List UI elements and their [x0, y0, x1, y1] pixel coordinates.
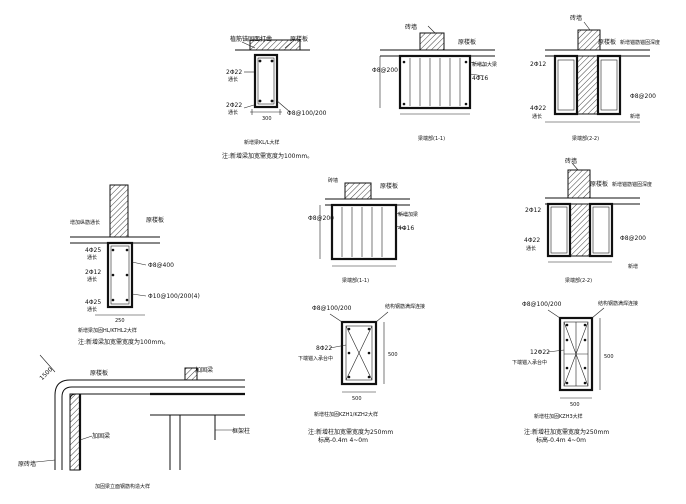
detail-a-beam-section: 植筋锚固面打凿 原楼板 2Φ22 通长 2Φ22 通长 Φ8@100/200 3… — [222, 35, 327, 160]
detail-a-note: 注:新增梁加宽需宽度为100mm。 — [222, 152, 313, 160]
detail-f-label-slab: 原楼板 — [590, 180, 608, 188]
detail-c-section-2-2: 砖墙 原楼板 新增锚筋锚固深度 2Φ12 4Φ22 通长 Φ8@200 新增 梁… — [530, 14, 660, 142]
detail-i-stirrup: Φ8@100/200 — [522, 301, 562, 308]
detail-g-label-col: 框架柱 — [232, 427, 250, 435]
detail-f-caption: 梁端部(2-2) — [565, 277, 592, 284]
detail-g-caption: 加固梁立面钢筋构造大样 — [95, 483, 150, 490]
detail-d-label-mark: 增加纵筋通长 — [70, 219, 100, 226]
detail-e-label-slab: 原楼板 — [380, 182, 398, 190]
detail-a-bar-top: 2Φ22 — [226, 69, 242, 76]
detail-e-bar-right: 4Φ16 — [398, 225, 414, 232]
detail-h-label-right: 结构钢筋满焊连接 — [385, 303, 425, 310]
detail-d-bar-bottom-note: 通长 — [87, 306, 97, 313]
detail-i-label-right: 结构钢筋满焊连接 — [598, 300, 638, 307]
detail-d-note: 注:新增梁加宽需宽度为100mm。 — [78, 338, 169, 346]
detail-i-note1: 注:新增柱加宽需宽度为250mm — [524, 428, 609, 436]
detail-f-bar-bottom-note: 通长 — [526, 245, 536, 252]
detail-a-caption: 新增梁KL/L大样 — [244, 139, 280, 146]
detail-g-label-slab: 原楼板 — [90, 369, 108, 377]
detail-i-column-section: Φ8@100/200 结构钢筋满焊连接 12Φ22 下端锚入承台中 500 50… — [512, 300, 638, 444]
detail-e-label-col: 砖墙 — [328, 177, 338, 184]
detail-b-caption: 梁端部(1-1) — [418, 135, 445, 142]
detail-d-bar-top-note: 通长 — [87, 254, 97, 261]
detail-c-caption: 梁端部(2-2) — [572, 135, 599, 142]
detail-c-label-mid: 新增 — [630, 113, 640, 120]
detail-h-dim-bottom: 500 — [352, 396, 362, 402]
detail-g-label-extra: 加固梁 — [195, 366, 213, 374]
detail-e-label-new: 新增加梁 — [398, 211, 418, 218]
detail-d-stirrup-top: Φ8@400 — [148, 262, 174, 269]
detail-a-bar-top-note: 通长 — [228, 76, 238, 83]
detail-d-stirrup-bottom: Φ10@100/200(4) — [148, 293, 200, 300]
detail-g-elevation: 1500 原楼板 加固梁 加固梁 框架柱 原砖墙 加固梁立面钢筋构造大样 — [18, 354, 250, 490]
detail-c-label-slab: 原楼板 — [598, 38, 616, 46]
detail-g-label-beam: 加固梁 — [92, 432, 110, 440]
detail-f-label-wall: 砖墙 — [565, 157, 577, 165]
detail-a-bar-bottom: 2Φ22 — [226, 102, 242, 109]
detail-d-beam-section: 增加纵筋通长 原楼板 4Φ25 通长 2Φ12 通长 4Φ25 通长 Φ8@40… — [70, 184, 200, 346]
detail-i-note2: 标高-0.4m 4~0m — [536, 436, 586, 444]
detail-d-bar-mid-note: 通长 — [87, 276, 97, 283]
detail-c-stirrup: Φ8@200 — [630, 93, 656, 100]
detail-b-bar-right: 4Φ16 — [472, 75, 488, 82]
detail-e-caption: 梁端部(1-1) — [342, 277, 369, 284]
detail-h-note2: 标高-0.4m 4~0m — [318, 436, 368, 444]
detail-f-bar-bottom: 4Φ22 — [524, 237, 540, 244]
detail-h-caption: 新增柱加固KZH1/KZH2大样 — [314, 411, 378, 418]
detail-c-label-anchor: 新增锚筋锚固深度 — [620, 39, 660, 46]
detail-h-bar: 8Φ22 — [316, 345, 332, 352]
detail-h-dim-side: 500 — [388, 352, 398, 358]
detail-i-caption: 新增柱加固KZH3大样 — [534, 413, 583, 420]
detail-d-label-slab: 原楼板 — [146, 216, 164, 224]
detail-a-bar-bottom-note: 通长 — [228, 109, 238, 116]
detail-i-bar: 12Φ22 — [530, 349, 550, 356]
detail-f-label-anchor: 新增锚筋锚固深度 — [612, 181, 652, 188]
detail-h-note-anchor: 下端锚入承台中 — [298, 355, 333, 362]
detail-h-note1: 注:新增柱加宽需宽度为250mm — [308, 428, 393, 436]
detail-a-stirrup: Φ8@100/200 — [287, 110, 327, 117]
detail-d-bar-mid: 2Φ12 — [85, 269, 101, 276]
detail-f-stirrup: Φ8@200 — [620, 235, 646, 242]
detail-h-column-section: Φ8@100/200 结构钢筋满焊连接 8Φ22 下端锚入承台中 500 500… — [298, 303, 425, 444]
detail-c-label-wall: 砖墙 — [570, 14, 582, 22]
detail-b-section-1-1: 砖墙 原楼板 新增加大梁 Φ8@200 4Φ16 梁端部(1-1) — [372, 23, 497, 142]
detail-e-stirrup: Φ8@200 — [308, 215, 334, 222]
detail-d-dim-bottom: 250 — [115, 318, 125, 324]
detail-f-bar-top: 2Φ12 — [525, 207, 541, 214]
detail-a-label-top-right: 原楼板 — [290, 35, 308, 43]
detail-c-bar-bottom: 4Φ22 — [530, 105, 546, 112]
detail-b-label-wall: 砖墙 — [405, 23, 417, 31]
detail-f-section-2-2: 砖墙 原楼板 新增锚筋锚固深度 2Φ12 4Φ22 通长 Φ8@200 新增 梁… — [524, 157, 652, 284]
detail-i-dim-bottom: 500 — [570, 402, 580, 408]
detail-d-bar-bottom: 4Φ25 — [85, 299, 101, 306]
detail-c-bar-bottom-note: 通长 — [532, 113, 542, 120]
detail-b-stirrup: Φ8@200 — [372, 67, 398, 74]
detail-g-label-wall: 原砖墙 — [18, 460, 36, 468]
detail-b-label-new: 新增加大梁 — [472, 61, 497, 68]
detail-h-stirrup: Φ8@100/200 — [312, 305, 352, 312]
detail-e-section-1-1: 砖墙 原楼板 新增加梁 Φ8@200 4Φ16 梁端部(1-1) — [308, 177, 418, 284]
detail-a-label-top-left: 植筋锚固面打凿 — [230, 35, 272, 43]
detail-i-dim-side: 500 — [604, 354, 614, 360]
detail-i-note-anchor: 下端锚入承台中 — [512, 359, 547, 366]
detail-a-dim-bottom: 300 — [262, 116, 272, 122]
detail-c-bar-top: 2Φ12 — [530, 61, 546, 68]
detail-f-label-mid: 新增 — [628, 263, 638, 270]
detail-d-caption: 新增梁加固HL/KTHL2大样 — [78, 327, 137, 334]
detail-d-bar-top: 4Φ25 — [85, 247, 101, 254]
detail-b-label-slab: 原楼板 — [458, 38, 476, 46]
